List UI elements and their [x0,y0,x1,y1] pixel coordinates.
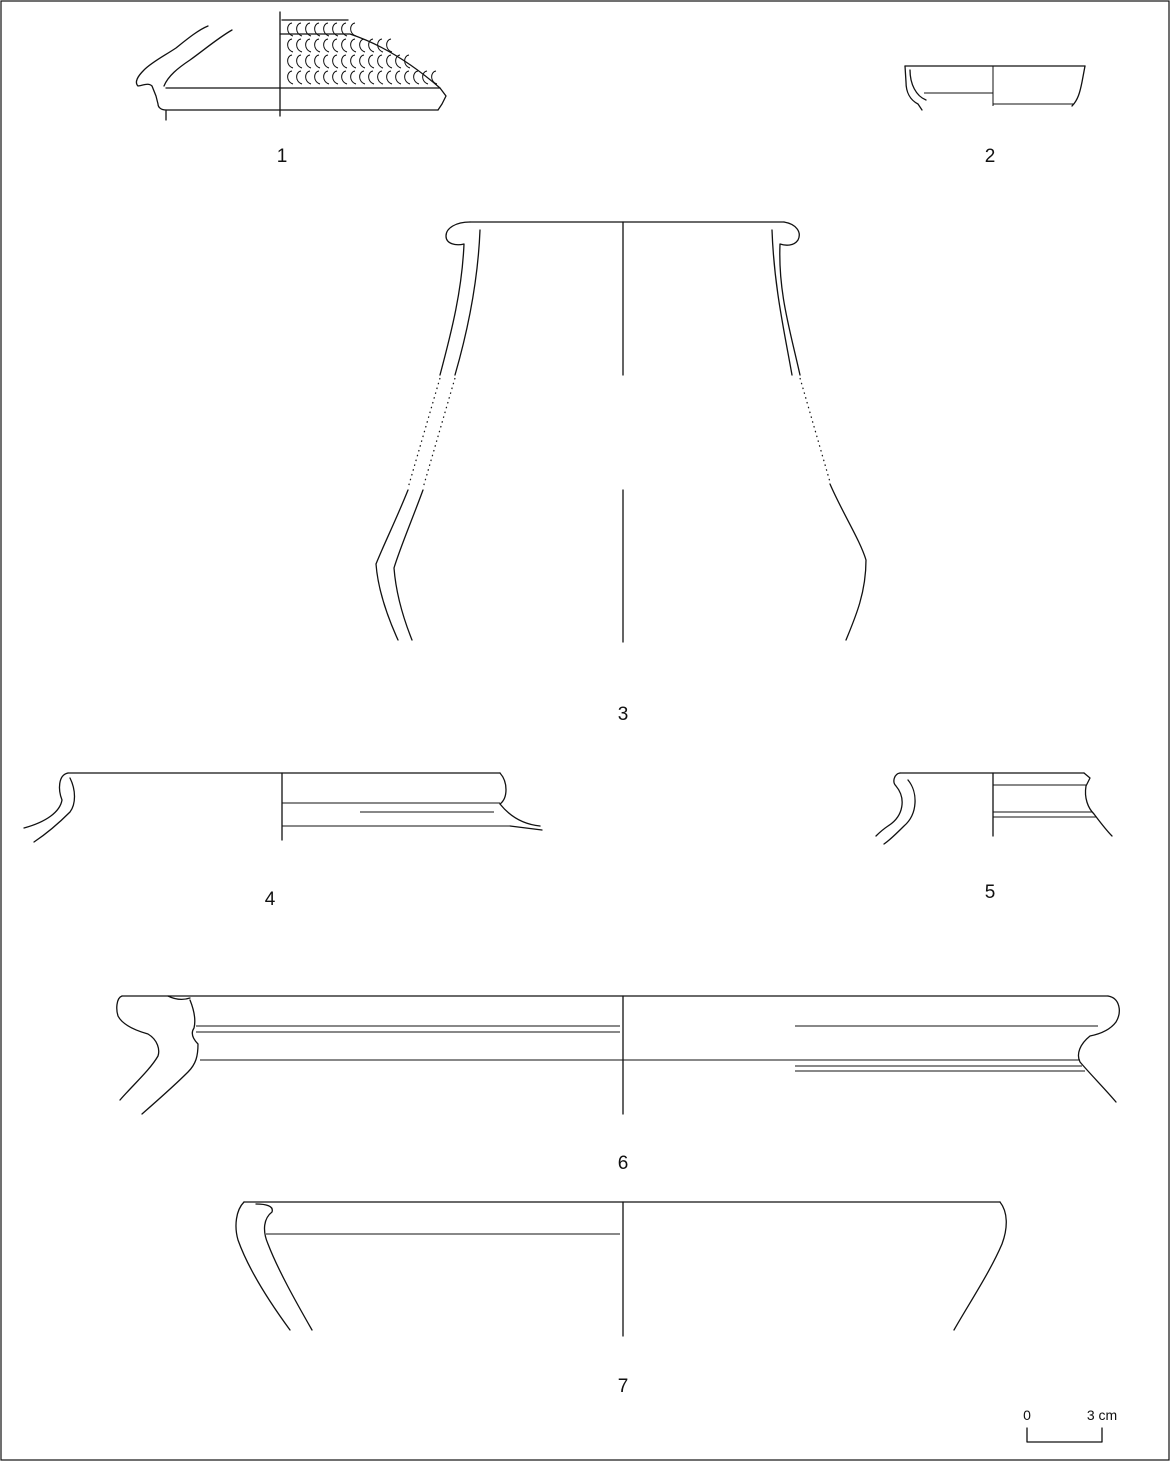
scale-motif [296,38,303,53]
figure-5-drawing [875,772,1113,845]
figure-7-label: 7 [618,1376,629,1397]
scale-motif [332,70,339,85]
figure-6-label: 6 [618,1153,629,1174]
scale-motif [395,70,402,85]
scale-motif [368,54,375,69]
scale-motif [323,54,330,69]
scale-motif [377,54,384,69]
scale-motif [350,38,357,53]
figure-4-label: 4 [265,889,276,910]
scale-motif [422,70,429,85]
scale-motif [305,54,312,69]
scale-motif [413,70,420,85]
scale-motif [377,38,384,53]
scale-motif [359,38,366,53]
scale-motif [386,38,393,53]
scale-motif [305,22,312,37]
scale-motif [314,54,321,69]
scale-motif [323,22,330,37]
scale-motif [350,22,357,37]
figure-1-label: 1 [277,146,288,167]
scale-motif [368,38,375,53]
scale-motif [386,54,393,69]
figure-2-label: 2 [985,146,996,167]
scale-motif [296,70,303,85]
scale-motif [404,70,411,85]
scale-motif [368,70,375,85]
scale-motif [314,38,321,53]
scale-motif [296,54,303,69]
scale-motif [341,70,348,85]
scale-motif [323,38,330,53]
scale-motif [314,22,321,37]
scale-motif [287,70,294,85]
scale-motif [359,54,366,69]
scale-motif [296,22,303,37]
scale-motif [341,22,348,37]
scale-motif [395,54,402,69]
figure-6-drawing [116,995,1120,1115]
scale-motif [359,70,366,85]
scale-motif [350,70,357,85]
scale-motif [287,22,294,37]
scale-motif [305,38,312,53]
scale-motif [341,54,348,69]
figure-5-label: 5 [985,882,996,903]
figure-3-label: 3 [618,704,629,725]
scale-motif [332,54,339,69]
scale-motif [314,70,321,85]
scale-bar: 0 3 cm [1023,1407,1117,1443]
scale-bar-end-label: 3 cm [1087,1407,1117,1423]
scale-motif [377,70,384,85]
figure-3-drawing [375,221,867,643]
scale-motif [386,70,393,85]
scale-bar-start-label: 0 [1023,1407,1031,1423]
scale-decoration [287,22,438,85]
scale-motif [350,54,357,69]
figure-1-drawing [135,11,447,121]
scale-motif [287,38,294,53]
figure-4-drawing [23,772,543,843]
scale-motif [323,70,330,85]
scale-motif [287,54,294,69]
figure-7-drawing [235,1201,1007,1337]
scale-motif [305,70,312,85]
scale-motif [332,22,339,37]
scale-motif [431,70,438,85]
scale-motif [332,38,339,53]
figure-2-drawing [904,65,1086,111]
scale-motif [341,38,348,53]
scale-motif [404,54,411,69]
